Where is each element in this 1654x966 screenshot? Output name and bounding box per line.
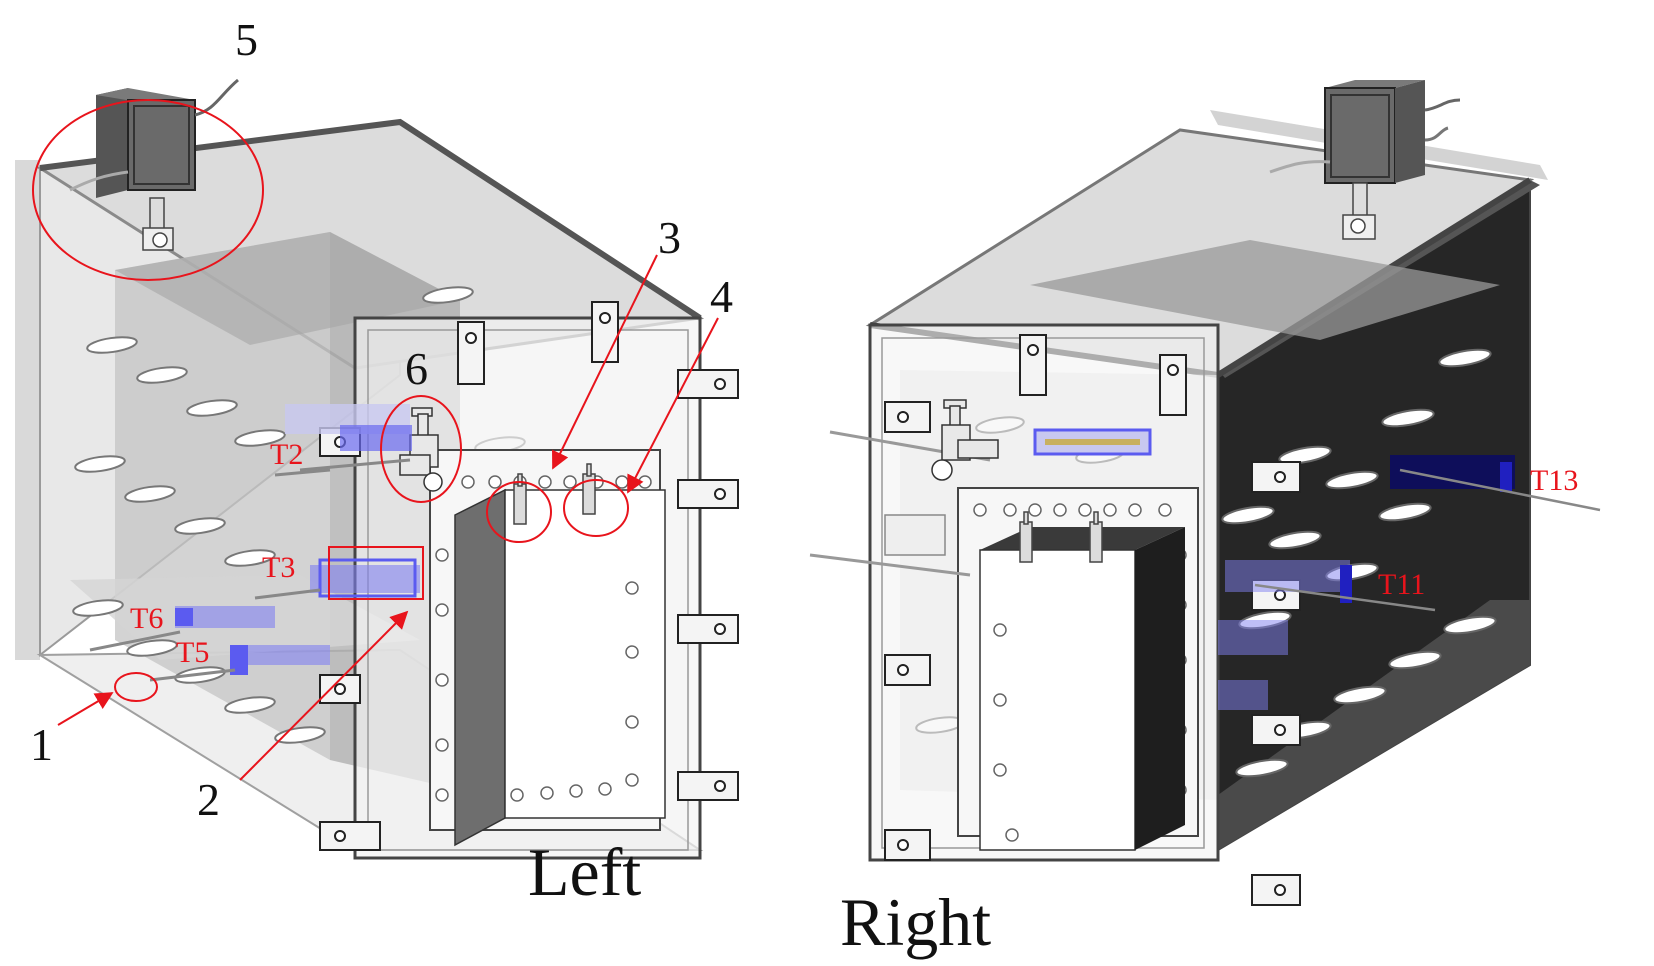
callout-label-6: 6 bbox=[405, 343, 428, 394]
sensor-label-t3: T3 bbox=[262, 551, 295, 584]
callout-circle-5 bbox=[32, 99, 264, 281]
callout-arrow-2 bbox=[239, 610, 409, 781]
sensor-label-t5: T5 bbox=[176, 636, 209, 669]
callout-label-3: 3 bbox=[658, 212, 681, 263]
sensor-label-t6: T6 bbox=[130, 602, 163, 635]
right-battery-side bbox=[1135, 527, 1185, 850]
view-label-right: Right bbox=[840, 884, 991, 960]
left-battery-side bbox=[454, 488, 506, 847]
callout-label-1: 1 bbox=[30, 719, 53, 770]
callout-arrow-4 bbox=[627, 317, 719, 494]
callout-label-5: 5 bbox=[235, 14, 258, 65]
callout-circle-6 bbox=[380, 395, 462, 503]
left-chamber-view: 5 6 3 4 1 2 T2 T3 T6 T5 Left bbox=[15, 14, 739, 910]
right-mounting-brackets bbox=[884, 334, 1301, 906]
sensor-label-t2: T2 bbox=[270, 438, 303, 471]
left-wall-holes bbox=[72, 286, 526, 744]
right-temperature-sensors bbox=[1033, 428, 1601, 710]
sensor-label-t11: T11 bbox=[1378, 568, 1425, 601]
left-battery-terminals bbox=[513, 463, 596, 525]
right-battery-terminals bbox=[1019, 511, 1103, 563]
view-label-left: Left bbox=[528, 834, 641, 910]
callout-circle-1 bbox=[114, 672, 158, 702]
right-chamber-view: T13 T11 Right bbox=[809, 80, 1601, 960]
right-valve bbox=[931, 399, 999, 481]
callout-box-2 bbox=[328, 546, 424, 600]
left-annotations bbox=[32, 99, 719, 781]
callout-arrow-1 bbox=[57, 692, 114, 726]
right-top-actuator-box bbox=[1269, 80, 1461, 240]
sensor-label-t13: T13 bbox=[1530, 464, 1578, 497]
left-battery-front bbox=[504, 489, 666, 819]
callout-label-2: 2 bbox=[197, 774, 220, 825]
callout-circle-4 bbox=[563, 479, 629, 537]
left-temperature-sensors bbox=[89, 404, 420, 682]
callout-arrow-3 bbox=[552, 254, 658, 470]
left-valve bbox=[299, 407, 443, 492]
callout-circle-3 bbox=[486, 481, 552, 543]
callout-label-4: 4 bbox=[710, 271, 733, 322]
